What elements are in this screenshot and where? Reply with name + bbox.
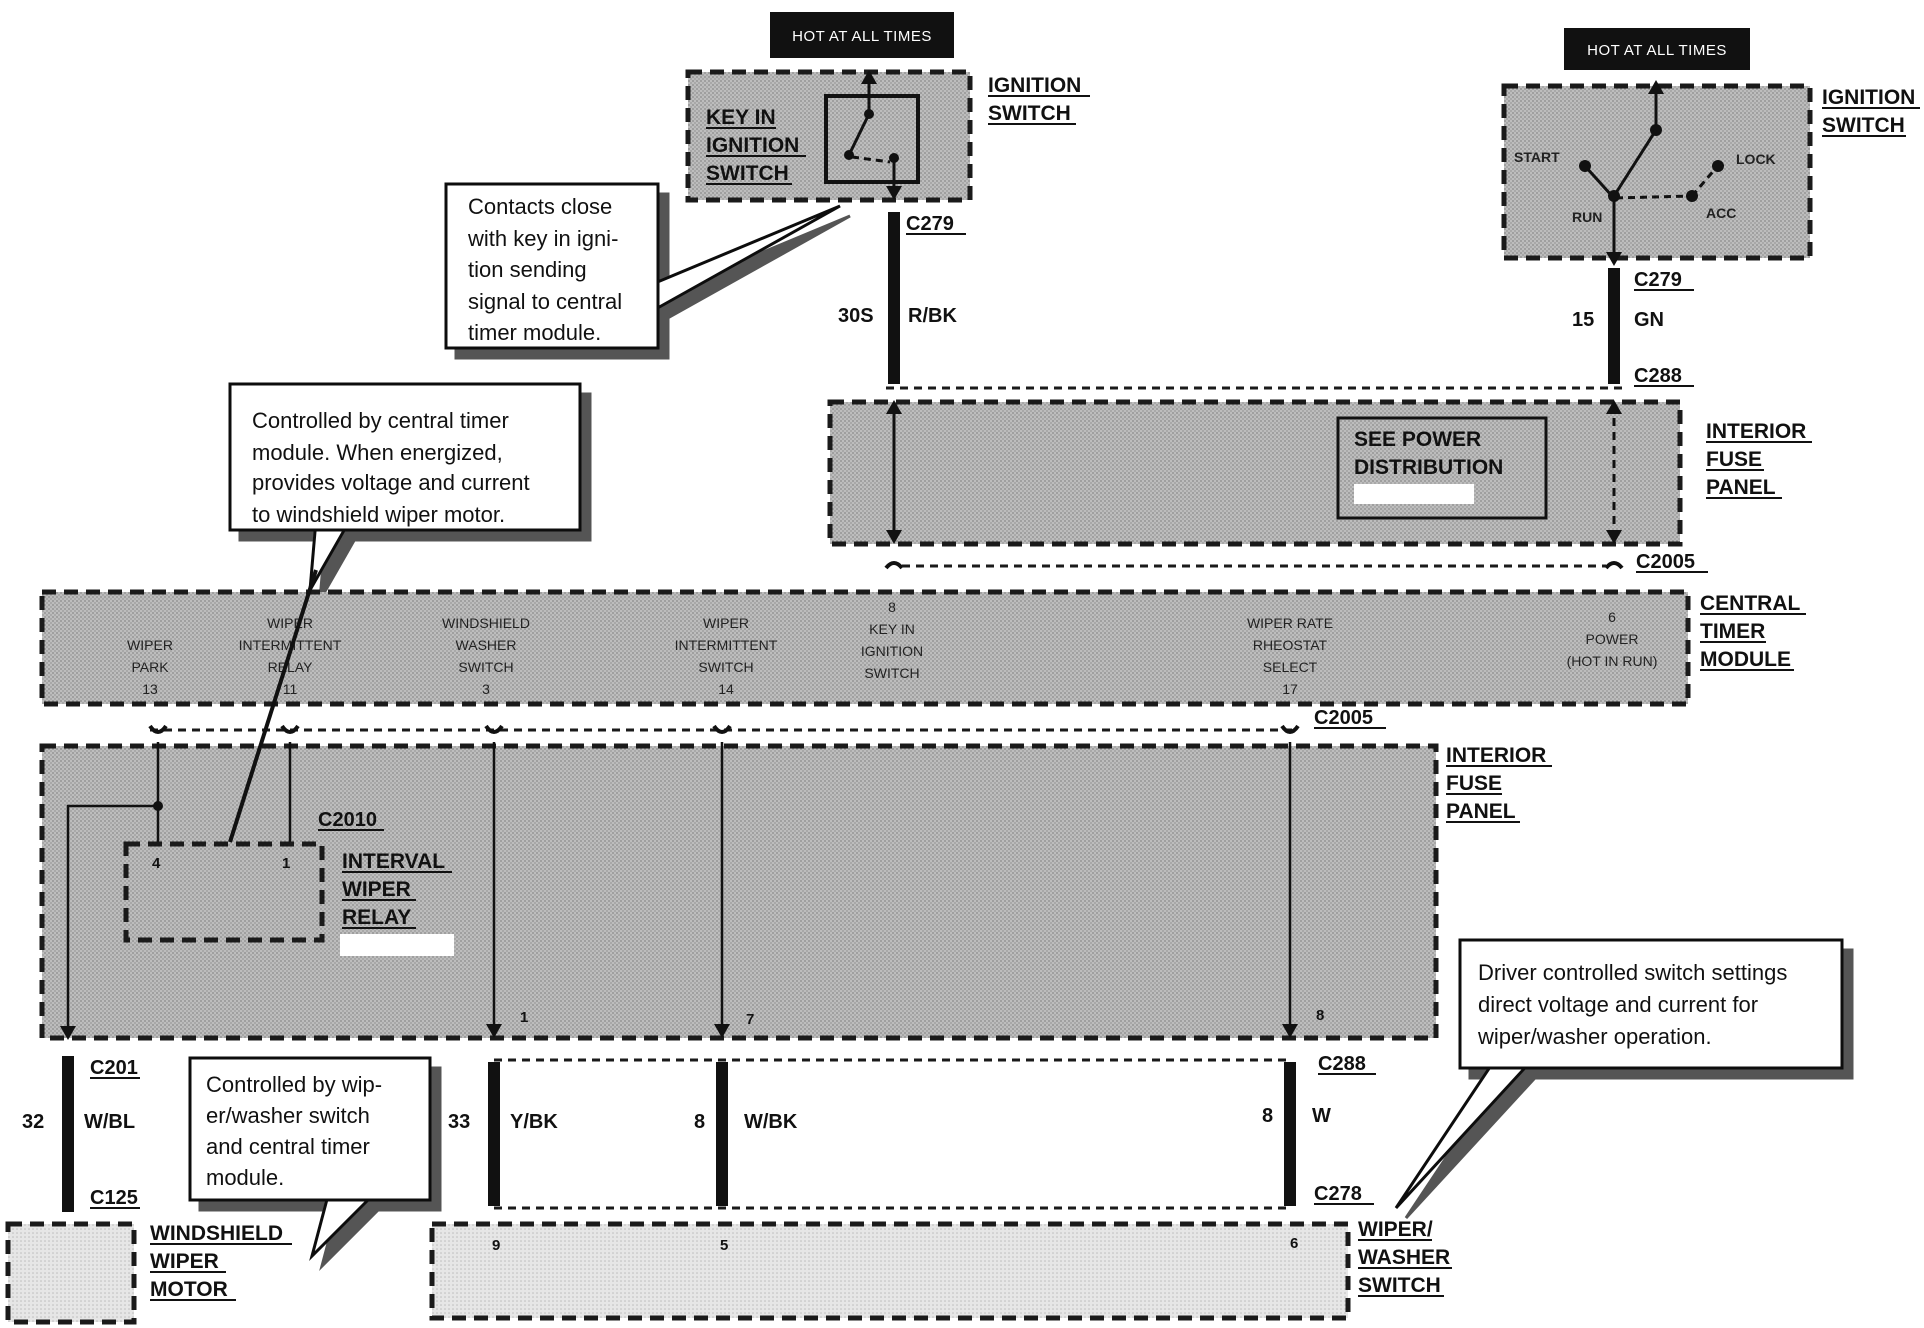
wire-w-bl-color: W/BL [84,1111,135,1133]
wire-y-bk-color: Y/BK [510,1111,558,1133]
lock-position-label: LOCK [1736,151,1776,167]
panel-pin-7: 7 [746,1011,754,1028]
callout-driver [1394,938,1844,1210]
connector-c2010: C2010 [318,809,377,831]
interior-fuse-panel-top-title: INTERIOR FUSE PANEL [1706,420,1812,499]
callout-contacts-text: Contacts close with key in igni- tion se… [467,194,628,345]
svg-text:IGNITION SWITCH: IGNITION SWITCH [1822,86,1921,137]
wire-w-bl: C201 32 W/BL C125 [22,1056,140,1212]
connector-c201: C201 [90,1057,138,1079]
callout-contacts [444,182,841,350]
svg-text:INTERVAL WIPER REL: INTERVAL WIPER RELAY [342,850,451,929]
wire-r-bk-color: R/BK [908,305,957,327]
svg-text:WIPER/ WASHER SWIT: WIPER/ WASHER SWITCH [1358,1218,1456,1297]
svg-text:WINDSHIELD WIPER M: WINDSHIELD WIPER MOTOR [150,1222,289,1301]
svg-text:INTERIOR FUSE PANE: INTERIOR FUSE PANEL [1706,420,1812,499]
wiper-washer-switch-title: WIPER/ WASHER SWITCH [1358,1218,1456,1297]
callout-ctm-text: Controlled by central timer module. When… [252,408,536,527]
connector-c279-right: C279 [1634,269,1682,291]
connector-c288-top: C288 [1634,365,1682,387]
panel-pin-8: 8 [1316,1007,1324,1024]
interval-wiper-relay-title: C2010 INTERVAL WIPER RELAY [318,809,454,956]
panel-pin-1: 1 [520,1009,528,1026]
wire-r-bk: C279 30S R/BK [838,212,966,384]
wire-30s-number: 30S [838,305,874,327]
key-in-switch-label: KEY IN IGNITION SWITCH [706,106,805,185]
svg-text:START LOCK RUN: START LOCK RUN ACC [1514,149,1780,225]
wire-w-bk-color: W/BK [744,1111,798,1133]
wire-gn-color: GN [1634,309,1664,331]
connector-c125: C125 [90,1187,138,1209]
wire-w-color: W [1312,1105,1331,1127]
callout-ctm [228,382,582,591]
switch-pin-9: 9 [492,1237,500,1254]
switch-pin-6: 6 [1290,1235,1298,1252]
connector-c279-left: C279 [906,213,954,235]
callout-driver-text: Driver controlled switch settings direct… [1477,960,1793,1049]
ignition-switch-key-in: KEY IN IGNITION SWITCH [685,69,973,203]
relay-pin-4: 4 [152,855,161,872]
svg-text:IGNITION SWITCH: IGNITION SWITCH [988,74,1087,125]
wire-gn: C279 15 GN C288 [1572,268,1694,387]
see-power-distribution: SEE POWER DISTRIBUTION [1354,428,1503,479]
wiper-washer-switch: 9 5 6 [429,1221,1351,1321]
interior-fuse-panel-top: SEE POWER DISTRIBUTION [827,386,1683,547]
connector-c2005-top: C2005 [884,551,1708,573]
connector-c278: C278 [1314,1183,1362,1205]
wire-bundle-bottom: 33 Y/BK 8 W/BK 8 W C288 C278 [448,1053,1376,1210]
svg-text:C2005: C2005 [1636,551,1695,573]
connector-c2005-lower: C2005 [148,707,1386,734]
ignition-switch-1-title: IGNITION SWITCH [988,74,1090,125]
wire-32-number: 32 [22,1111,44,1133]
svg-text:INTERIOR FUSE PANE: INTERIOR FUSE PANEL [1446,744,1552,823]
ignition-switch-2-title: IGNITION SWITCH [1822,86,1921,137]
wire-33-number: 33 [448,1111,470,1133]
hot-tag-left-label: HOT AT ALL TIMES [792,28,932,45]
hot-tag-right: HOT AT ALL TIMES [1564,28,1750,70]
central-timer-module-title: CENTRAL TIMER MODULE [1700,592,1806,671]
hot-tag-left: HOT AT ALL TIMES [770,12,954,58]
relay-pin-1: 1 [282,855,290,872]
interval-wiper-relay: 4 1 [123,569,325,943]
run-position-label: RUN [1572,209,1602,225]
wire-8a-number: 8 [694,1111,705,1133]
acc-position-label: ACC [1706,205,1736,221]
wire-8b-number: 8 [1262,1105,1273,1127]
interior-fuse-panel-mid-title: INTERIOR FUSE PANEL [1446,744,1552,823]
windshield-wiper-motor [5,1221,137,1325]
start-position-label: START [1514,149,1560,165]
callout-wiper-washer [188,1056,432,1261]
svg-text:CENTRAL TIMER MODU: CENTRAL TIMER MODULE [1700,592,1806,671]
svg-text:C2005: C2005 [1314,707,1373,729]
connector-c288-bottom: C288 [1318,1053,1366,1075]
callout-wiper-washer-text: Controlled by wip- er/washer switch and … [206,1072,388,1190]
ignition-switch-positions: START LOCK RUN ACC [1501,80,1813,266]
windshield-wiper-motor-title: WINDSHIELD WIPER MOTOR [150,1222,292,1301]
wire-15-number: 15 [1572,309,1594,331]
hot-tag-right-label: HOT AT ALL TIMES [1587,42,1727,59]
switch-pin-5: 5 [720,1237,728,1254]
